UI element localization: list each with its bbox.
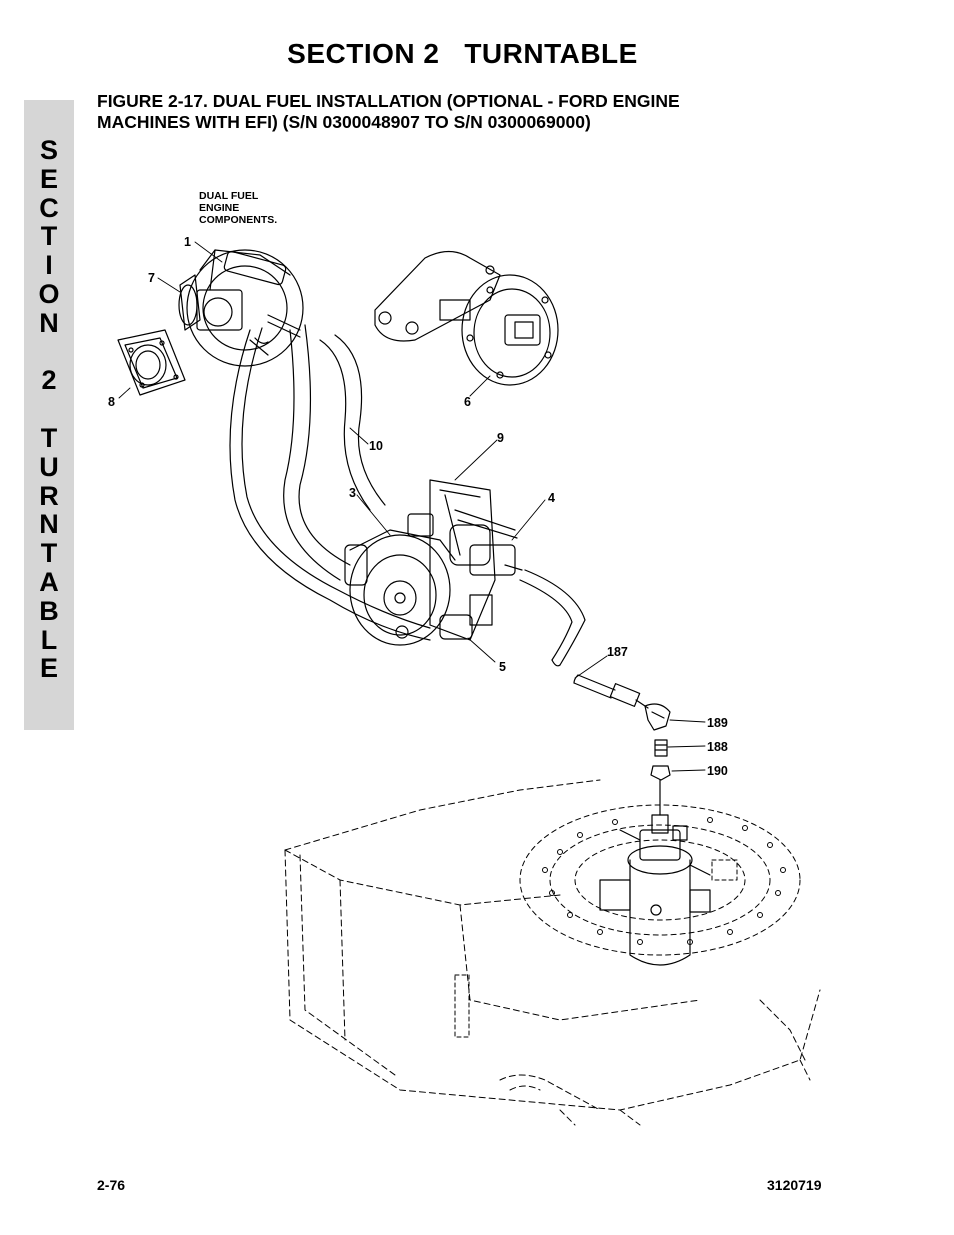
note-line-2: ENGINE xyxy=(199,202,239,214)
turntable-flange xyxy=(519,804,801,956)
callout-7: 7 xyxy=(148,271,155,285)
callout-labels: 1 7 8 6 10 9 3 4 5 187 189 188 190 xyxy=(108,235,728,778)
side-tab-letter: N xyxy=(39,509,59,540)
note-line-1: DUAL FUEL xyxy=(199,190,259,202)
fuel-filter-assembly xyxy=(599,779,738,966)
callout-4: 4 xyxy=(548,491,555,505)
regulator-outlet-hose xyxy=(519,569,586,667)
page-number: 2-76 xyxy=(97,1177,126,1193)
tank-slot xyxy=(454,974,470,1038)
callout-5: 5 xyxy=(499,660,506,674)
fitting-190 xyxy=(650,765,671,781)
mixer-assembly xyxy=(178,249,304,367)
callout-9: 9 xyxy=(497,431,504,445)
fitting-189 xyxy=(644,703,671,731)
side-tab-letter: N xyxy=(39,307,59,338)
side-tab-letter: B xyxy=(39,595,59,626)
side-tab-letter: L xyxy=(40,624,58,655)
document-number: 3120719 xyxy=(767,1177,822,1193)
gasket-8 xyxy=(117,329,186,396)
regulator-assembly xyxy=(344,479,523,646)
callout-3: 3 xyxy=(349,486,356,500)
figure-title: FIGURE 2-17. DUAL FUEL INSTALLATION (OPT… xyxy=(97,91,857,133)
side-tab-letter: U xyxy=(39,451,59,482)
hose-187 xyxy=(573,674,649,709)
side-tab-letter: O xyxy=(38,278,60,309)
components-note: DUAL FUEL ENGINE COMPONENTS. xyxy=(199,190,277,226)
side-tab-letter: E xyxy=(39,163,58,194)
side-tab-letter: 2 xyxy=(41,365,57,396)
side-tab-letter: T xyxy=(40,221,58,252)
callout-1: 1 xyxy=(184,235,191,249)
callout-187: 187 xyxy=(607,645,628,659)
leader-lines xyxy=(118,241,706,772)
side-tab-letter: R xyxy=(39,480,59,511)
side-tab-letter: T xyxy=(40,422,58,453)
flange-bolt-holes xyxy=(542,817,786,945)
figure-title-line-2: MACHINES WITH EFI) (S/N 0300048907 TO S/… xyxy=(97,112,591,132)
hose-10 xyxy=(229,324,431,641)
figure-title-line-1: FIGURE 2-17. DUAL FUEL INSTALLATION (OPT… xyxy=(97,91,680,111)
fitting-188 xyxy=(654,739,668,757)
side-tab-letter: I xyxy=(45,250,53,281)
callout-190: 190 xyxy=(707,764,728,778)
side-tab-letter: A xyxy=(39,566,59,597)
callout-6: 6 xyxy=(464,395,471,409)
callout-8: 8 xyxy=(108,395,115,409)
side-tab-letter: S xyxy=(39,135,58,165)
section-title: SECTION 2 TURNTABLE xyxy=(287,38,638,69)
side-tab-letter: E xyxy=(39,653,58,684)
callout-188: 188 xyxy=(707,740,728,754)
side-tab-letter: C xyxy=(39,192,59,223)
actuator-6 xyxy=(374,250,559,386)
note-line-3: COMPONENTS. xyxy=(199,214,277,226)
callout-189: 189 xyxy=(707,716,728,730)
callout-10: 10 xyxy=(369,439,383,453)
turntable-outline xyxy=(284,779,821,1126)
side-tab-letter: T xyxy=(40,538,58,569)
